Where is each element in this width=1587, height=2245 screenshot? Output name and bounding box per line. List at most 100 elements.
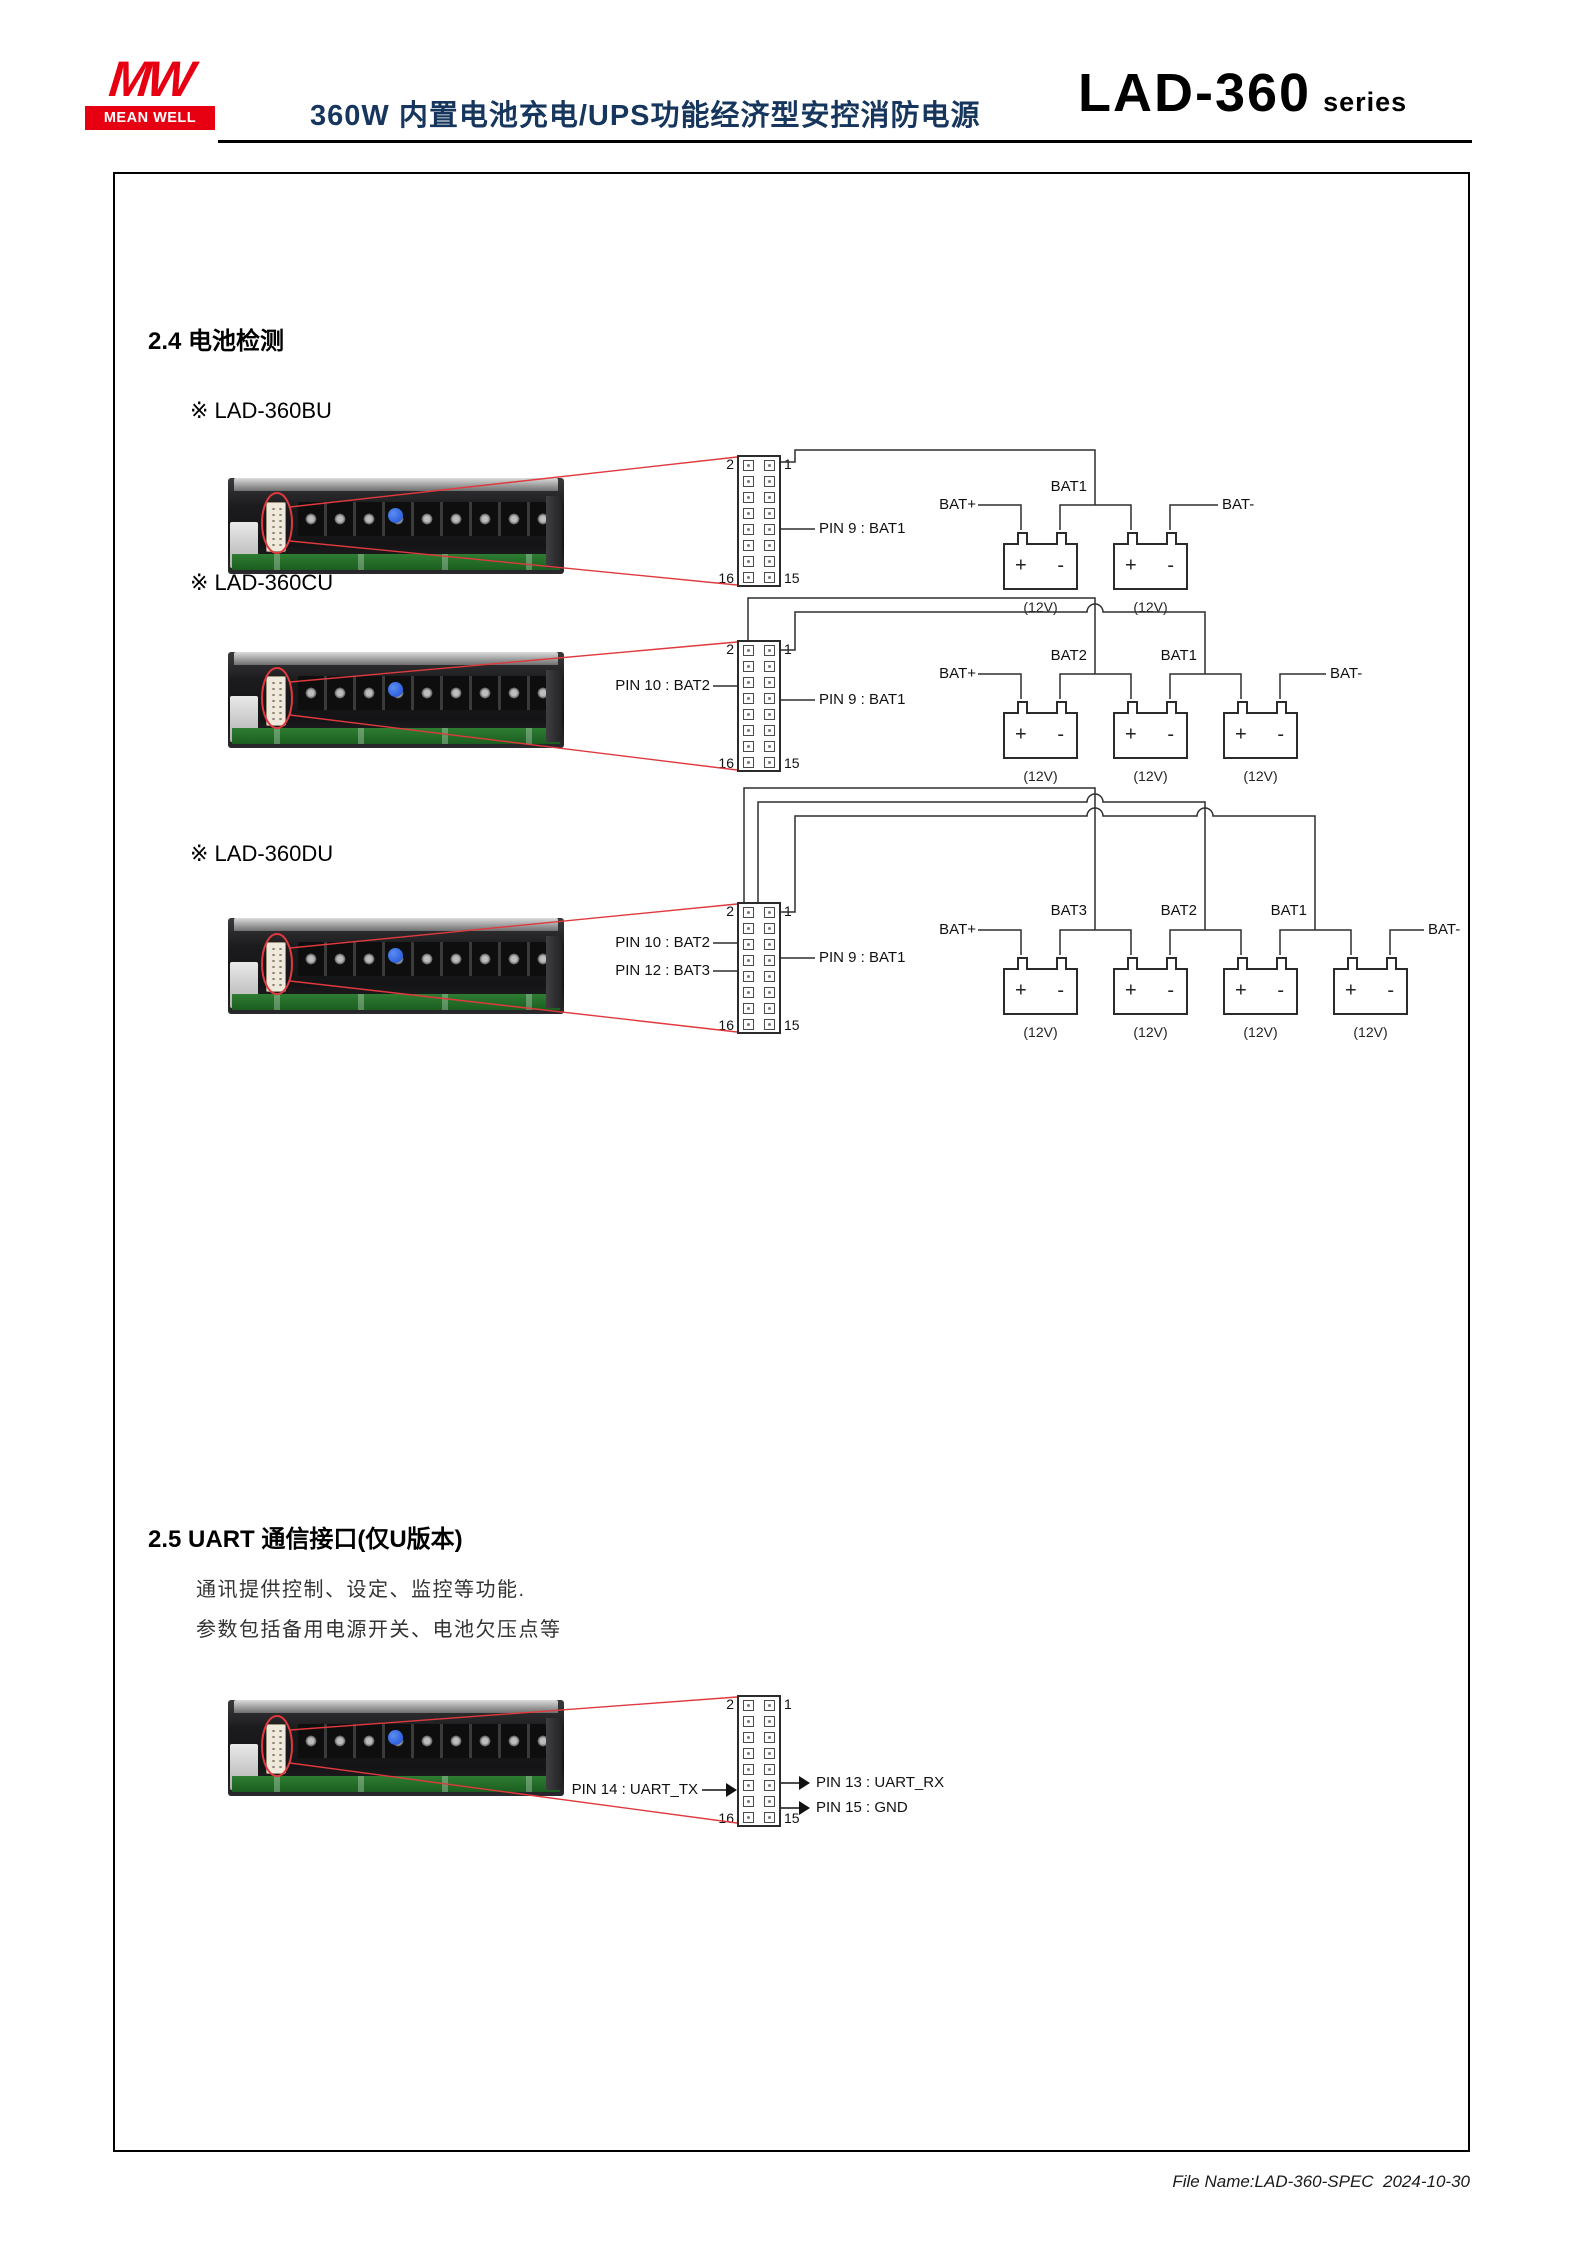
battery-terminal <box>1017 957 1028 970</box>
psu-blue-component <box>388 1730 403 1745</box>
battery-terminal <box>1017 532 1028 545</box>
psu-16pin-connector <box>266 1724 286 1774</box>
bat-minus-label-bu: BAT- <box>1222 496 1255 513</box>
battery-terminal <box>1347 957 1358 970</box>
psu-16pin-connector <box>266 676 286 726</box>
battery-minus-sign: - <box>1057 979 1064 1002</box>
doc-subtitle: 360W 内置电池充电/UPS功能经济型安控消防电源 <box>310 100 981 132</box>
battery-minus-sign: - <box>1387 979 1394 1002</box>
section-25-title: 2.5 UART 通信接口(仅U版本) <box>148 1526 463 1553</box>
psu-blue-component <box>388 508 403 523</box>
battery-minus-sign: - <box>1057 554 1064 577</box>
psu-terminal-blocks <box>298 502 546 536</box>
psu-16pin-connector <box>266 502 286 552</box>
battery: + - (12V) <box>1223 957 1298 1040</box>
psu-photo-uart <box>228 1700 564 1796</box>
pin-grid <box>739 1700 779 1823</box>
pin-number: 16 <box>718 1810 734 1826</box>
pin-number: 15 <box>784 1017 800 1033</box>
battery: + - (12V) <box>1113 701 1188 784</box>
section-24-title: 2.4 电池检测 <box>148 328 285 355</box>
junction-label-bat2-cu: BAT2 <box>1050 647 1087 664</box>
battery: + - (12V) <box>1003 701 1078 784</box>
battery-terminal <box>1237 701 1248 714</box>
pin-grid <box>739 907 779 1030</box>
pin-grid <box>739 645 779 768</box>
uart-desc-line: 参数包括备用电源开关、电池欠压点等 <box>196 1619 562 1641</box>
battery-voltage-label: (12V) <box>1023 599 1058 615</box>
psu-terminal-blocks <box>298 676 546 710</box>
psu-right-end <box>546 1718 562 1790</box>
battery-terminal <box>1166 532 1177 545</box>
battery: + - (12V) <box>1113 957 1188 1040</box>
psu-case-top <box>234 918 558 931</box>
battery-voltage-label: (12V) <box>1023 1024 1058 1040</box>
pin10-label-cu: PIN 10 : BAT2 <box>615 677 710 694</box>
psu-case-top <box>234 652 558 665</box>
battery-minus-sign: - <box>1277 979 1284 1002</box>
battery-plus-sign: + <box>1235 723 1247 746</box>
pin-connector-diagram-bu: 2 1 16 15 <box>718 455 800 587</box>
pin-connector-diagram-uart: 2 1 16 15 <box>718 1695 800 1827</box>
pin-number: 15 <box>784 570 800 586</box>
pin-connector-diagram-cu: 2 1 16 15 <box>718 640 800 772</box>
pin15-gnd-label: PIN 15 : GND <box>816 1799 908 1816</box>
pin9-label-du: PIN 9 : BAT1 <box>819 949 906 966</box>
psu-photo-cu <box>228 652 564 748</box>
psu-blue-component <box>388 948 403 963</box>
battery-plus-sign: + <box>1125 723 1137 746</box>
bat-plus-label-bu: BAT+ <box>939 496 976 513</box>
header-rule <box>218 140 1472 143</box>
battery-voltage-label: (12V) <box>1133 768 1168 784</box>
pin-number: 16 <box>718 570 734 586</box>
bat-minus-label-du: BAT- <box>1428 921 1461 938</box>
battery-terminal <box>1276 701 1287 714</box>
series-suffix: series <box>1323 87 1408 117</box>
battery: + - (12V) <box>1113 532 1188 615</box>
battery-terminal <box>1056 701 1067 714</box>
battery-terminal <box>1017 701 1028 714</box>
psu-photo-bu <box>228 478 564 574</box>
battery-voltage-label: (12V) <box>1133 1024 1168 1040</box>
psu-terminal-blocks <box>298 942 546 976</box>
battery-plus-sign: + <box>1345 979 1357 1002</box>
psu-16pin-connector <box>266 942 286 992</box>
model-label-du: ※ LAD-360DU <box>190 841 334 866</box>
series-title: LAD-360 series <box>1078 62 1407 124</box>
pin-number: 1 <box>784 1696 792 1712</box>
battery-terminal <box>1166 701 1177 714</box>
battery-terminal <box>1127 701 1138 714</box>
model-label-bu: ※ LAD-360BU <box>190 398 332 423</box>
psu-right-end <box>546 496 562 568</box>
pin12-label-du: PIN 12 : BAT3 <box>615 962 710 979</box>
battery-plus-sign: + <box>1125 554 1137 577</box>
battery-terminal <box>1386 957 1397 970</box>
battery-voltage-label: (12V) <box>1243 1024 1278 1040</box>
battery-voltage-label: (12V) <box>1353 1024 1388 1040</box>
battery: + - (12V) <box>1333 957 1408 1040</box>
pin-number: 15 <box>784 1810 800 1826</box>
pin9-label-cu: PIN 9 : BAT1 <box>819 691 906 708</box>
pin9-label-bu: PIN 9 : BAT1 <box>819 520 906 537</box>
battery-terminal <box>1127 957 1138 970</box>
uart-desc-line: 通讯提供控制、设定、监控等功能. <box>196 1579 526 1601</box>
battery-plus-sign: + <box>1015 723 1027 746</box>
pin10-label-du: PIN 10 : BAT2 <box>615 934 710 951</box>
bat-plus-label-du: BAT+ <box>939 921 976 938</box>
battery-minus-sign: - <box>1167 554 1174 577</box>
battery-terminal <box>1056 532 1067 545</box>
psu-case-top <box>234 478 558 491</box>
battery-voltage-label: (12V) <box>1133 599 1168 615</box>
footer-file-info: File Name:LAD-360-SPEC 2024-10-30 <box>1172 2172 1470 2191</box>
junction-label-bat1-bu: BAT1 <box>1050 478 1087 495</box>
psu-case-top <box>234 1700 558 1713</box>
pin14-uart-tx-label: PIN 14 : UART_TX <box>571 1781 698 1798</box>
battery: + - (12V) <box>1003 957 1078 1040</box>
psu-photo-du <box>228 918 564 1014</box>
bat-minus-label-cu: BAT- <box>1330 665 1363 682</box>
pin-number: 2 <box>726 1696 734 1712</box>
psu-blue-component <box>388 682 403 697</box>
pin-number: 2 <box>726 456 734 472</box>
junction-label-bat3-du: BAT3 <box>1050 902 1087 919</box>
pin-grid <box>739 460 779 583</box>
